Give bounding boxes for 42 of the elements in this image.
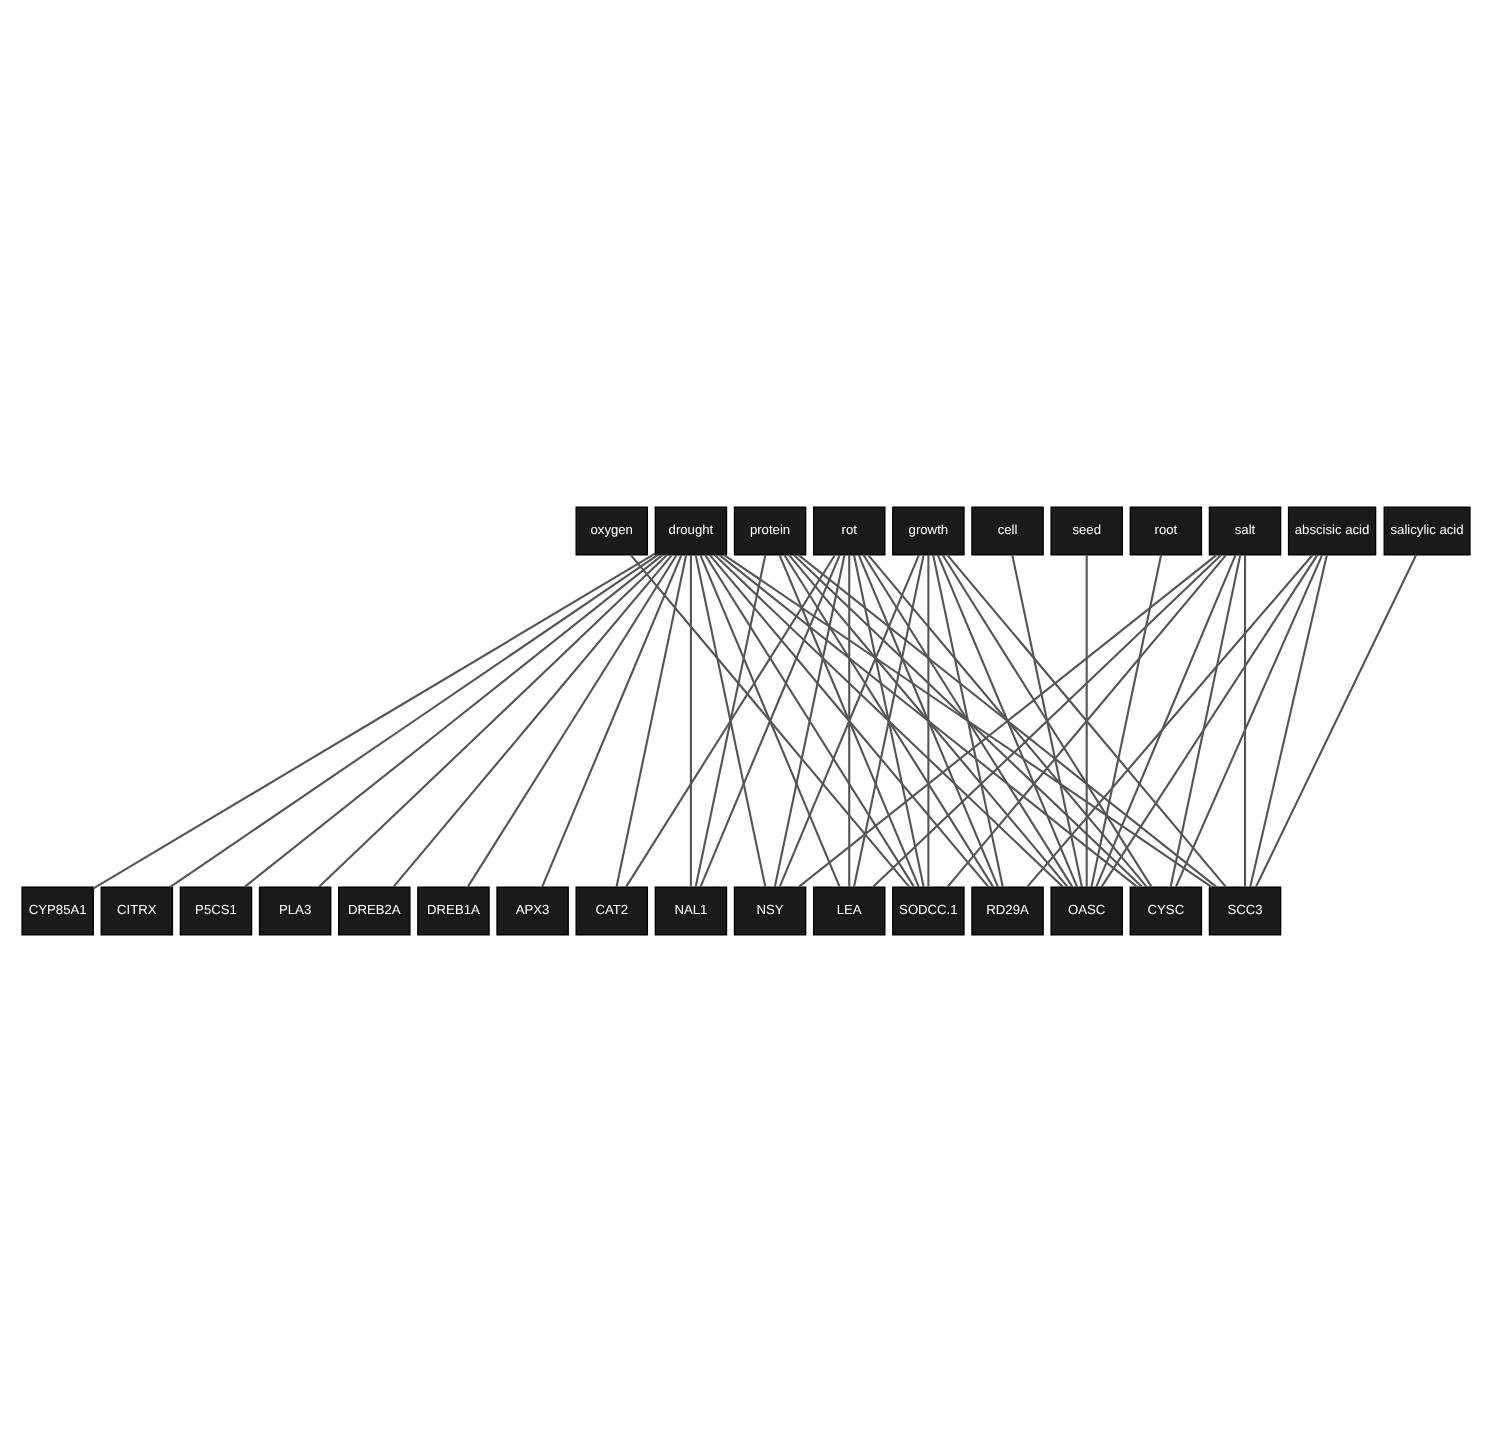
connector: [244, 554, 664, 888]
connector: [848, 554, 851, 887]
connector: [932, 554, 1004, 888]
connector: [773, 554, 846, 888]
connector: [1255, 554, 1418, 888]
connector: [936, 554, 1079, 888]
connector: [783, 554, 995, 888]
connector: [1095, 554, 1237, 888]
connector: [318, 554, 669, 888]
connector: [792, 554, 1143, 888]
connector: [713, 554, 1064, 888]
connector: [694, 554, 767, 888]
connector: [867, 554, 1148, 888]
connector: [718, 554, 1138, 888]
connector: [862, 554, 1074, 888]
connector: [541, 554, 683, 888]
connector: [1174, 554, 1324, 888]
connector: [1169, 554, 1242, 888]
connector: [708, 554, 990, 888]
connector: [1249, 554, 1328, 888]
connector: [872, 554, 1223, 888]
connector: [723, 553, 1213, 888]
connector: [1100, 554, 1319, 888]
connector: [625, 554, 836, 888]
connector: [941, 554, 1153, 888]
connector: [392, 554, 673, 888]
connector: [699, 554, 841, 888]
connector: [704, 554, 915, 888]
connector: [629, 554, 911, 888]
connector: [927, 554, 930, 887]
connector: [466, 554, 678, 888]
connector: [1090, 554, 1163, 888]
connector: [1085, 554, 1088, 887]
connector: [1243, 554, 1247, 887]
connector: [788, 554, 1069, 888]
connector: [615, 554, 688, 888]
connector: [857, 554, 999, 888]
connector: [778, 554, 920, 888]
connector: [946, 554, 1227, 888]
connector: [689, 554, 692, 887]
connector: [1011, 554, 1083, 888]
connector: [1026, 554, 1314, 888]
